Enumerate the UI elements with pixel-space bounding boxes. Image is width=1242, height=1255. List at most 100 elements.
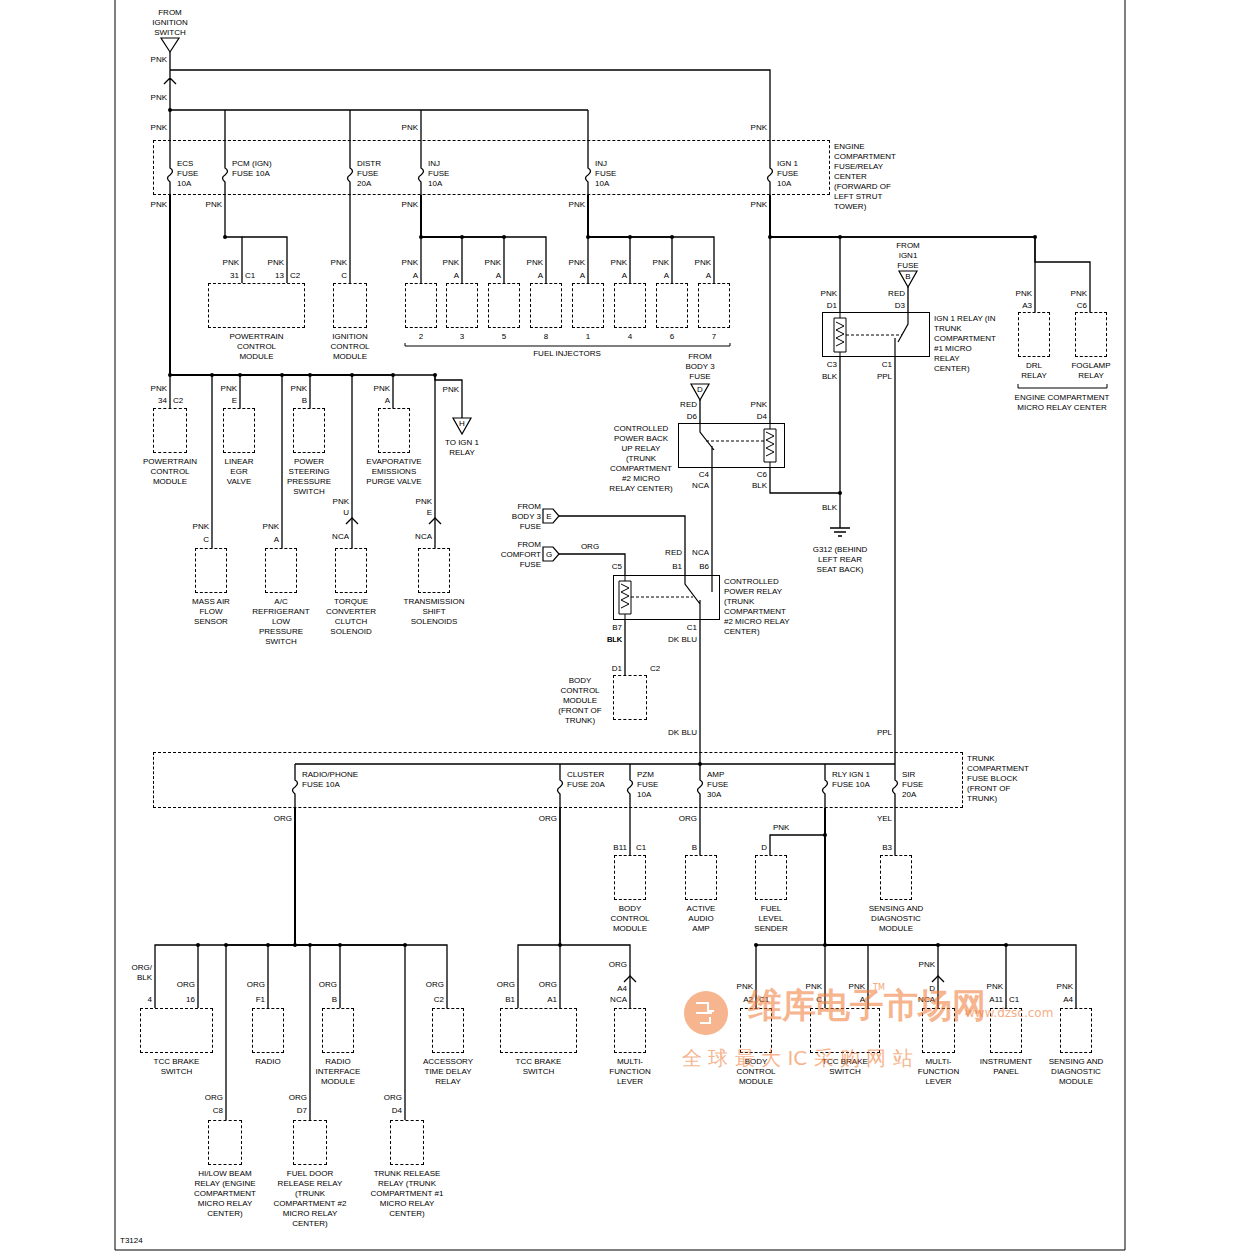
component-name: POWERTRAIN CONTROL MODULE: [142, 457, 198, 487]
component-name: ACTIVE AUDIO AMP: [681, 904, 721, 934]
wire-label: PNK: [695, 258, 711, 268]
wire-label: A11: [989, 995, 1003, 1005]
wire-label: PNK: [151, 384, 167, 394]
wire-label: ORG: [539, 814, 557, 824]
wire: [770, 195, 1035, 312]
wire-label: A: [622, 271, 627, 281]
wire-label: D1: [827, 301, 837, 311]
wire-label: C2: [434, 995, 444, 1005]
wire: [226, 808, 295, 1120]
component-box: MULTI-FUNCTION LEVER: [614, 1008, 646, 1053]
wire-label: PNK: [821, 289, 837, 299]
wire: [588, 195, 630, 283]
wire-label: PNK: [402, 200, 418, 210]
wire-label: PNK: [751, 123, 767, 133]
component-name: MULTI-FUNCTION LEVER: [602, 1057, 658, 1087]
wire-label: D: [697, 385, 703, 395]
wire-label: U: [343, 508, 349, 518]
component-box: LINEAR EGR VALVE: [223, 408, 255, 453]
wire-label: B: [302, 396, 307, 406]
wire-label: C2: [290, 271, 300, 281]
wire-label: ORG: [679, 814, 697, 824]
wire-label: PNK: [987, 982, 1003, 992]
wire-label: ORG/ BLK: [130, 963, 152, 983]
wire-label: FROM IGNITION SWITCH: [145, 8, 195, 38]
component-name: 1: [578, 332, 598, 342]
wire-label: PNK: [416, 497, 432, 507]
wire-label: C1: [882, 360, 892, 370]
wire-label: RED: [665, 548, 682, 558]
frame: [115, 0, 1125, 1250]
wire-label: B: [692, 843, 697, 853]
wire-label: PNK: [1057, 982, 1073, 992]
wire-label: D3: [895, 301, 905, 311]
wire-label: C2: [650, 664, 660, 674]
component-box: POWERTRAIN CONTROL MODULE: [153, 408, 187, 453]
wire-label: PNK: [268, 258, 284, 268]
component-name: TRUNK COMPARTMENT FUSE BLOCK (FRONT OF T…: [967, 754, 1029, 804]
component-box: BODY CONTROL MODULE: [614, 855, 646, 900]
wire: [825, 808, 938, 1008]
component-name: SENSING AND DIAGNOSTIC MODULE: [864, 904, 928, 934]
wire-label: FROM IGN1 FUSE: [888, 241, 928, 271]
wire-label: B11: [613, 843, 627, 853]
component-box: SENSING AND DIAGNOSTIC MODULE: [880, 855, 912, 900]
component-name: 8: [536, 332, 556, 342]
component-box: TCC BRAKE SWITCH: [500, 1008, 577, 1053]
wire-label: RED: [888, 289, 905, 299]
wire-label: C1: [245, 271, 255, 281]
wire-label: A: [496, 271, 501, 281]
wire-label: ECS FUSE 10A: [177, 159, 203, 189]
wire: [349, 195, 350, 283]
component-box: POWERTRAIN CONTROL MODULE: [208, 283, 305, 328]
component-box: FOGLAMP RELAY: [1075, 312, 1107, 357]
wire: [198, 808, 295, 1008]
wire-label: ENGINE COMPARTMENT MICRO RELAY CENTER: [1012, 393, 1112, 413]
component-box: 6: [656, 283, 688, 328]
wire: [624, 620, 625, 675]
wire-label: PNK: [331, 258, 347, 268]
wire-label: ORG: [609, 960, 627, 970]
wire: [699, 620, 700, 752]
wire-label: C: [341, 271, 347, 281]
wire-label: C8: [213, 1106, 223, 1116]
component-name: 4: [620, 332, 640, 342]
wire: [295, 808, 405, 1120]
wire: [894, 808, 895, 855]
wire-label: 16: [186, 995, 195, 1005]
wire-label: C1: [687, 623, 697, 633]
bracket: [405, 343, 1107, 388]
wire-label: AMP FUSE 30A: [707, 770, 733, 800]
component-name: RADIO INTERFACE MODULE: [314, 1057, 362, 1087]
component-name: CONTROLLED POWER BACK UP RELAY (TRUNK CO…: [609, 424, 673, 494]
component-name: IGNITION CONTROL MODULE: [325, 332, 375, 362]
splice-dot: [168, 108, 1037, 947]
component-box: TRUNK RELEASE RELAY (TRUNK COMPARTMENT #…: [390, 1120, 424, 1165]
wire-label: PNK: [151, 200, 167, 210]
wire-label: PNK: [1016, 289, 1032, 299]
wire-label: FROM COMFORT FUSE: [495, 540, 541, 570]
wire: [170, 195, 212, 548]
wire-label: ORG: [539, 980, 557, 990]
wire-label: C1: [1009, 995, 1019, 1005]
wire-label: PNK: [653, 258, 669, 268]
wire-label: C: [203, 535, 209, 545]
component-name: A/C REFRIGERANT LOW PRESSURE SWITCH: [250, 597, 312, 647]
wire-label: PNK: [611, 258, 627, 268]
wire: [769, 195, 770, 423]
wire-label: PNK: [485, 258, 501, 268]
wire-label: NCA: [692, 548, 709, 558]
wire-label: ORG: [319, 980, 337, 990]
wire: [894, 357, 895, 752]
wire-label: ORG: [274, 814, 292, 824]
wire-label: ORG: [177, 980, 195, 990]
component-name: DRL RELAY: [1014, 361, 1054, 381]
wire: [225, 195, 242, 283]
wire-label: A: [706, 271, 711, 281]
component-box: 2: [405, 283, 437, 328]
wire-label: PNK: [402, 258, 418, 268]
watermark: TM: [873, 983, 885, 993]
wire-label: B1: [505, 995, 515, 1005]
component-box: 3: [446, 283, 478, 328]
wire-label: B: [905, 272, 910, 282]
